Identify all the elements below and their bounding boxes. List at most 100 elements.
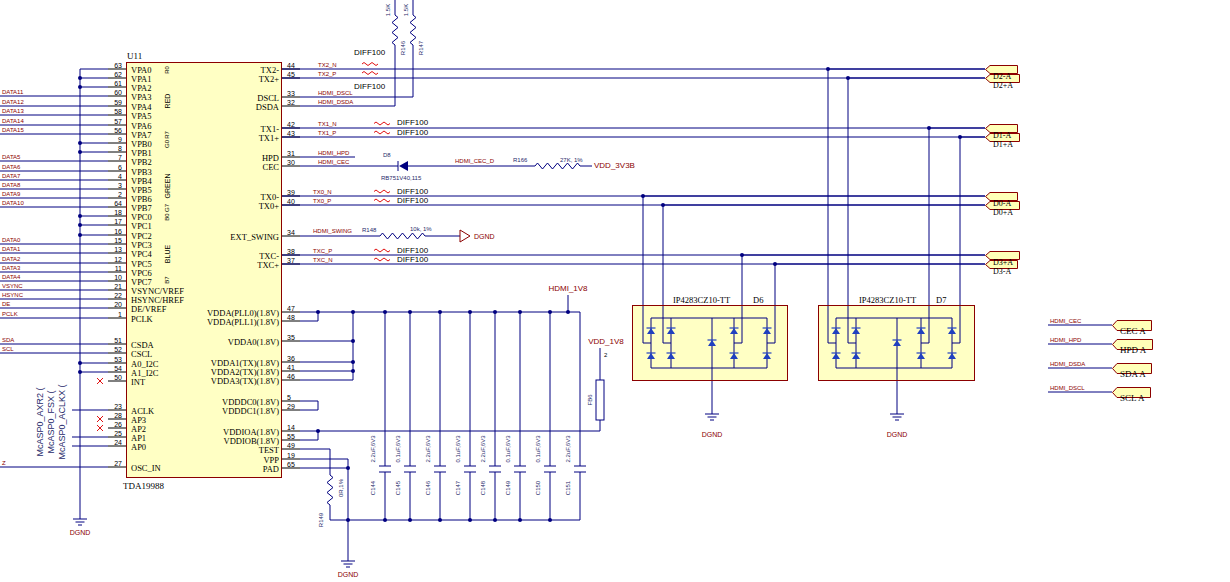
net-label: TX1_P xyxy=(318,130,336,136)
pin-name: VPC2 xyxy=(131,232,152,241)
net-label: R147 xyxy=(418,41,424,55)
net-label: 10k, 1% xyxy=(410,226,432,232)
net-label: R149 xyxy=(318,513,324,527)
pin-name: G0 xyxy=(164,140,170,148)
pin-number: 59 xyxy=(114,98,122,105)
pin-number: 56 xyxy=(114,126,122,133)
diff-pair-mark xyxy=(374,199,390,202)
no-connect-mark xyxy=(97,378,103,431)
pin-name: TX2- xyxy=(261,66,279,75)
pin-name: AP1 xyxy=(131,434,146,443)
wire-connector xyxy=(742,255,985,305)
pin-name: ACLK xyxy=(131,407,154,416)
diff-pair-mark xyxy=(374,190,390,193)
pin-number: 58 xyxy=(114,107,122,114)
pin-name: GREEN xyxy=(164,174,171,199)
esd-internal xyxy=(643,305,775,410)
pin-number: 9 xyxy=(118,135,122,142)
pin-number: 61 xyxy=(114,79,122,86)
wire-connector xyxy=(960,137,985,305)
port-connector: SDA A xyxy=(1112,363,1152,374)
pin-number: 43 xyxy=(287,129,295,136)
diode-symbol xyxy=(399,161,408,171)
wire-connector xyxy=(282,128,985,129)
pin-name: VPB6 xyxy=(131,195,152,204)
pin-name: VPB0 xyxy=(131,140,152,149)
net-label: HDMI_HPD xyxy=(318,150,349,156)
pin-number: 25 xyxy=(114,429,122,436)
pin-name: VDDA3(TX)(1.8V) xyxy=(211,377,279,386)
diode-symbol xyxy=(730,353,739,359)
pin-name: VDDA2(TX)(1.8V) xyxy=(211,368,279,377)
port-label: HPD A xyxy=(1112,345,1150,356)
pin-number: 55 xyxy=(287,432,295,439)
pin-name: R0 xyxy=(164,66,170,74)
net-label: 27K, 1% xyxy=(560,157,583,163)
diode-symbol xyxy=(763,353,772,359)
net-label: DATA6 xyxy=(2,164,20,170)
port-connector: D1-A xyxy=(985,124,1018,133)
port-label: SCL A xyxy=(1112,393,1148,404)
pin-name: TX0+ xyxy=(259,202,279,211)
pin-name: VDDA(PLL0)(1.8V) xyxy=(207,309,279,318)
pin-number: 63 xyxy=(114,61,122,68)
net-label: Z xyxy=(2,460,6,466)
wire-connector xyxy=(663,205,985,305)
pin-name: A1_I2C xyxy=(131,369,158,378)
wire-connector xyxy=(828,69,985,305)
pin-name: VPB2 xyxy=(131,158,152,167)
pin-name: AP2 xyxy=(131,425,146,434)
diode-symbol xyxy=(893,340,902,346)
pin-name: VPB1 xyxy=(131,149,152,158)
pin-number: 6 xyxy=(118,163,122,170)
pin-name: VPB7 xyxy=(131,204,152,213)
net-label: C148 xyxy=(480,481,486,495)
port-connector: HPD A xyxy=(1112,339,1153,350)
pin-name: HPD xyxy=(262,154,279,163)
port-label: D1+A xyxy=(985,140,1017,149)
pin-number: 37 xyxy=(287,256,295,263)
pin-number: 65 xyxy=(287,460,295,467)
net-label: FB6 xyxy=(587,394,593,405)
pin-name: PAD xyxy=(263,465,279,474)
wire-connector xyxy=(848,78,985,305)
pin-number: 13 xyxy=(114,245,122,252)
pin-number: 39 xyxy=(287,188,295,195)
ground-arrow xyxy=(460,230,470,242)
net-label: 2.2uF,6V3 xyxy=(480,435,486,462)
pin-name: VDDDC0(1.8V) xyxy=(222,398,279,407)
pin-name: VPC7 xyxy=(131,278,152,287)
net-label: 0.1uF,6V3 xyxy=(535,435,541,462)
pin-number: 4 xyxy=(118,172,122,179)
diff-pair-mark xyxy=(374,258,390,261)
pin-number: 47 xyxy=(287,304,295,311)
pin-number: 22 xyxy=(114,291,122,298)
net-label: DIFF100 xyxy=(397,119,428,127)
port-label: D1-A xyxy=(985,131,1015,140)
port-wires xyxy=(1048,325,1112,392)
net-label: C144 xyxy=(370,481,376,495)
pin-name: VDDA1(TX)(1.8V) xyxy=(211,359,279,368)
diode-symbol xyxy=(832,353,841,359)
diode-symbol xyxy=(852,328,861,334)
pin-name: VPA2 xyxy=(131,84,151,93)
pin-name: VPA3 xyxy=(131,93,151,102)
pin-number: 21 xyxy=(114,282,122,289)
pin-number: 7 xyxy=(118,153,122,160)
diff-pair-mark xyxy=(362,72,378,75)
net-label: TXC_N xyxy=(313,257,333,263)
pin-name: OSC_IN xyxy=(131,464,161,473)
net-label: 0.1uF,6V3 xyxy=(395,435,401,462)
net-label: McASP0_AXR2 ( xyxy=(36,387,45,456)
pin-name: VPA5 xyxy=(131,112,151,121)
ferrite-symbol xyxy=(596,380,604,420)
pin-name: VPB5 xyxy=(131,186,152,195)
pin-number: 45 xyxy=(287,70,295,77)
pin-name: TEST xyxy=(259,446,279,455)
ground-symbol xyxy=(341,557,355,567)
diff-pair-mark xyxy=(362,63,378,66)
pin-name: CSCL xyxy=(131,350,152,359)
net-label: HDMI_HPD xyxy=(1050,337,1081,343)
net-label: DGND xyxy=(338,571,359,578)
port-label: CEC A xyxy=(1112,326,1150,337)
